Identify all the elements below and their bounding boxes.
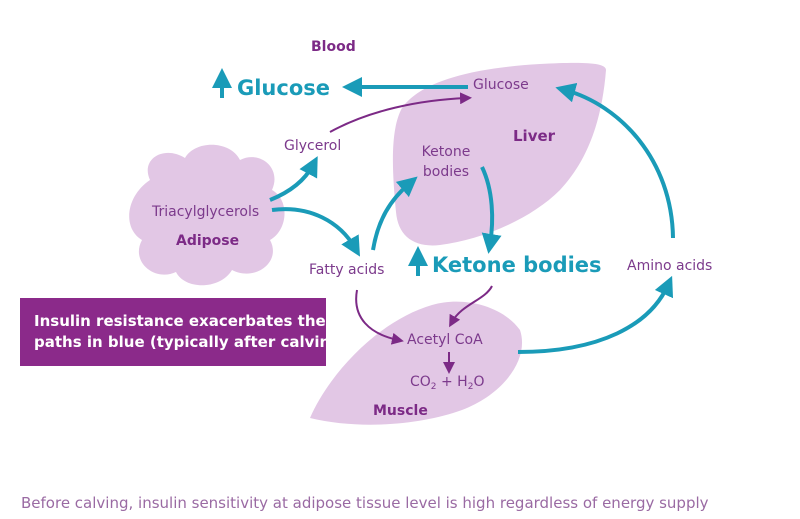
- fatty-acids-label: Fatty acids: [309, 262, 385, 278]
- arrow-muscle-to-amino-acids: [517, 275, 674, 354]
- ketone-line-1: Ketone: [421, 144, 471, 160]
- acetyl-coa-label: Acetyl CoA: [407, 332, 483, 348]
- co2-h2o-label: CO2 + H2O: [410, 375, 484, 392]
- arrow-fatty-acids-to-acetyl-coa: [355, 289, 404, 345]
- ketone-bodies-liver-label: Ketone bodies: [412, 142, 480, 182]
- amino-acids-label: Amino acids: [627, 258, 713, 274]
- arrow-amino-acids-to-glucose: [555, 82, 675, 239]
- glycerol-label: Glycerol: [284, 138, 342, 154]
- ketone-line-2: bodies: [422, 164, 470, 180]
- glucose-big-label: Glucose: [237, 76, 331, 100]
- muscle-label: Muscle: [373, 403, 428, 419]
- liver-label: Liver: [513, 127, 556, 145]
- co2-text: CO: [410, 374, 431, 390]
- plus-h-text: + H: [436, 374, 468, 390]
- blood-label: Blood: [311, 39, 356, 55]
- arrow-fatty-acids-to-ketone: [371, 176, 418, 251]
- liver-glucose-label: Glucose: [473, 77, 529, 93]
- triacylglycerols-label: Triacylglycerols: [152, 204, 260, 220]
- ketone-bodies-big-label: Ketone bodies: [432, 253, 602, 277]
- muscle-shape: [310, 301, 523, 425]
- liver-shape: [392, 62, 606, 246]
- co2-subscript: 2: [430, 382, 437, 392]
- arrow-glycerol-to-liver-glucose: [329, 92, 472, 133]
- arrow-adipose-to-glycerol: [269, 156, 318, 202]
- insulin-resistance-banner: Insulin resistance exacerbates the paths…: [20, 298, 348, 366]
- h2o-subscript: 2: [467, 382, 474, 392]
- arrow-ketone-to-acetyl-coa: [449, 285, 493, 328]
- arrow-ketone-to-blood: [480, 166, 502, 254]
- banner-line-2: paths in blue (typically after calving): [34, 333, 348, 351]
- caption: Before calving, insulin sensitivity at a…: [21, 494, 709, 512]
- adipose-shape: [129, 144, 285, 286]
- banner-line-1: Insulin resistance exacerbates the: [34, 312, 326, 330]
- arrow-adipose-to-fatty-acids: [271, 207, 361, 257]
- h2o-o-text: O: [473, 374, 485, 390]
- adipose-label: Adipose: [176, 233, 240, 249]
